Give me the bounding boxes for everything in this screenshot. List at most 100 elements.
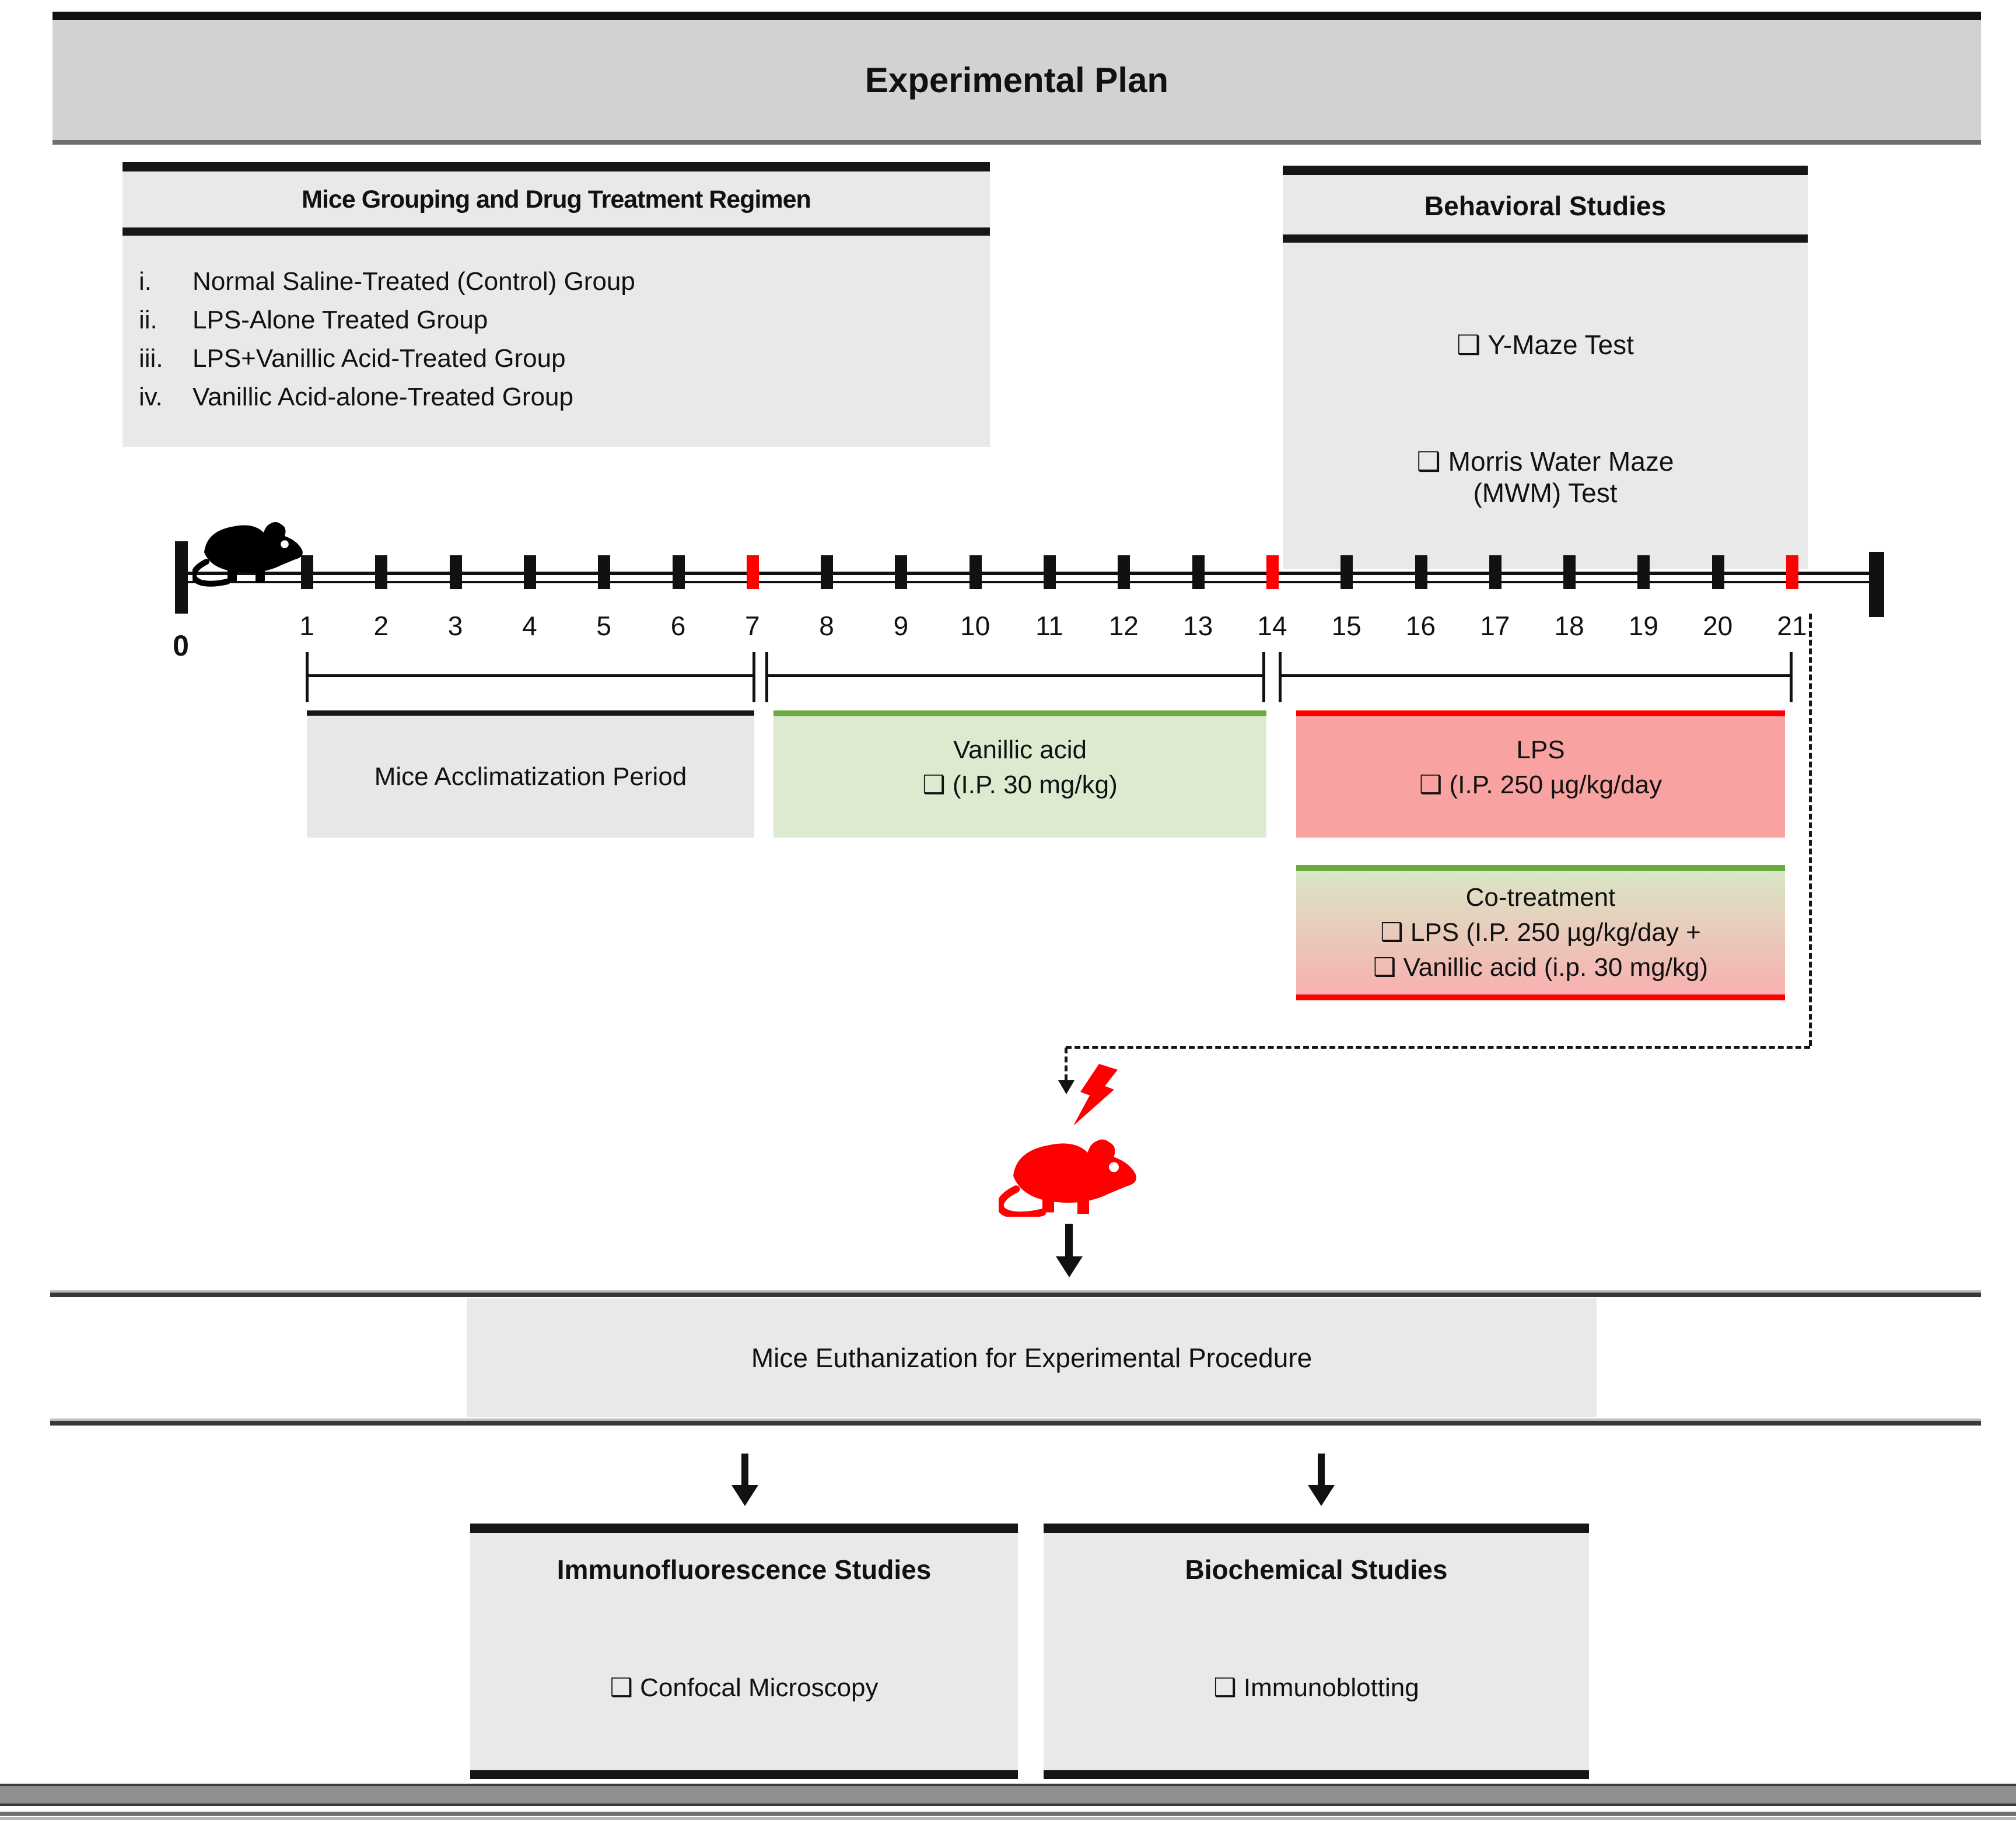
acclimatization-box: Mice Acclimatization Period bbox=[307, 710, 754, 838]
checkbox-icon: ❑ bbox=[1416, 446, 1441, 477]
timeline-day-label: 13 bbox=[1183, 611, 1213, 641]
list-item-numeral: ii. bbox=[139, 306, 158, 334]
left-branch-arrow-shaft bbox=[741, 1454, 748, 1486]
grouping-box-top-bar bbox=[123, 162, 990, 171]
biochemical-box: Biochemical Studies ❑ Immunoblotting bbox=[1044, 1524, 1589, 1779]
timeline-day-label: 18 bbox=[1554, 611, 1584, 641]
bracket-acclimatization bbox=[306, 674, 755, 677]
list-item: iv.Vanillic Acid-alone-Treated Group bbox=[139, 378, 973, 416]
timeline-day-label: 21 bbox=[1777, 611, 1807, 641]
timeline-day-label: 5 bbox=[596, 611, 611, 641]
behavioral-box-header: Behavioral Studies bbox=[1424, 191, 1667, 221]
timeline-tick-16 bbox=[1415, 555, 1427, 589]
euthanization-label: Mice Euthanization for Experimental Proc… bbox=[751, 1343, 1312, 1373]
timeline-day-label: 19 bbox=[1628, 611, 1658, 641]
horizontal-rule-lower bbox=[50, 1419, 1981, 1426]
timeline-tick-4 bbox=[523, 555, 536, 589]
timeline-tick-6 bbox=[672, 555, 685, 589]
timeline-tick-14 bbox=[1266, 555, 1279, 589]
behavioral-box-top-bar bbox=[1283, 166, 1808, 175]
timeline-day-label: 1 bbox=[299, 611, 314, 641]
timeline-day-label: 12 bbox=[1108, 611, 1139, 641]
timeline-tick-3 bbox=[449, 555, 462, 589]
bracket-lps bbox=[1279, 674, 1792, 677]
vanillic-line2: ❑ (I.P. 30 mg/kg) bbox=[922, 771, 1118, 799]
list-item-numeral: iv. bbox=[139, 383, 163, 411]
timeline-tick-21 bbox=[1786, 555, 1798, 589]
bracket-vanillic bbox=[765, 674, 1265, 677]
behavioral-item-label-line2: (MWM) Test bbox=[1473, 478, 1618, 508]
timeline-day-label: 17 bbox=[1480, 611, 1510, 641]
timeline-day-label: 9 bbox=[893, 611, 909, 641]
list-item-label: LPS+Vanillic Acid-Treated Group bbox=[192, 344, 566, 373]
behavioral-box: Behavioral Studies ❑ Y-Maze Test ❑ Morri… bbox=[1283, 166, 1808, 569]
lps-box: LPS ❑ (I.P. 250 µg/kg/day bbox=[1296, 710, 1785, 838]
euthanization-band: Mice Euthanization for Experimental Proc… bbox=[467, 1298, 1597, 1417]
list-item-numeral: iii. bbox=[139, 344, 163, 373]
behavioral-box-divider bbox=[1283, 234, 1808, 243]
biochemical-header: Biochemical Studies bbox=[1185, 1554, 1448, 1585]
timeline-day-label: 2 bbox=[373, 611, 389, 641]
list-item: i.Normal Saline-Treated (Control) Group bbox=[139, 262, 973, 301]
dashed-connector-vertical bbox=[1809, 614, 1812, 1046]
cotreatment-line2: ❑ LPS (I.P. 250 µg/kg/day + bbox=[1380, 918, 1701, 947]
timeline-tick-17 bbox=[1489, 555, 1502, 589]
timeline-tick-12 bbox=[1118, 555, 1130, 589]
behavioral-item-mwm: ❑ Morris Water Maze (MWM) Test bbox=[1283, 446, 1808, 509]
cotreatment-line1: Co-treatment bbox=[1465, 883, 1616, 912]
list-item-label: LPS-Alone Treated Group bbox=[192, 306, 488, 334]
horizontal-rule-upper bbox=[50, 1290, 1981, 1297]
timeline-tick-1 bbox=[301, 555, 313, 589]
timeline-day-label: 6 bbox=[670, 611, 686, 641]
dashed-connector-horizontal bbox=[1066, 1046, 1810, 1049]
footer-band bbox=[0, 1784, 2016, 1806]
grouping-list: i.Normal Saline-Treated (Control) Group … bbox=[139, 262, 973, 416]
lightning-icon bbox=[1073, 1064, 1118, 1126]
list-item: iii. LPS+Vanillic Acid-Treated Group bbox=[139, 339, 973, 378]
timeline-tick-11 bbox=[1044, 555, 1056, 589]
left-branch-arrow-icon bbox=[732, 1485, 758, 1506]
vanillic-acid-box: Vanillic acid ❑ (I.P. 30 mg/kg) bbox=[774, 710, 1266, 838]
timeline-day-zero-label: 0 bbox=[173, 629, 189, 662]
bracket-start-day7 bbox=[765, 652, 768, 702]
timeline-day-label: 16 bbox=[1405, 611, 1436, 641]
timeline-day-label: 4 bbox=[522, 611, 537, 641]
timeline-tick-18 bbox=[1563, 555, 1576, 589]
title-band: Experimental Plan bbox=[52, 20, 1981, 145]
black-mouse-icon bbox=[192, 522, 303, 587]
list-item-label: Normal Saline-Treated (Control) Group bbox=[192, 267, 635, 296]
dashed-connector-drop bbox=[1065, 1048, 1068, 1080]
page-title: Experimental Plan bbox=[864, 60, 1169, 100]
biochemical-item: ❑ Immunoblotting bbox=[1213, 1673, 1419, 1702]
grouping-box-divider bbox=[123, 227, 990, 236]
timeline-day-label: 7 bbox=[745, 611, 760, 641]
immunofluorescence-header: Immunofluorescence Studies bbox=[556, 1554, 932, 1585]
timeline-end-cap bbox=[1869, 552, 1884, 617]
lps-line1: LPS bbox=[1516, 736, 1565, 764]
timeline-day-label: 15 bbox=[1331, 611, 1362, 641]
euthanization-arrow-shaft bbox=[1065, 1224, 1073, 1258]
timeline-tick-15 bbox=[1340, 555, 1353, 589]
bracket-start-day14 bbox=[1279, 652, 1282, 702]
timeline-tick-13 bbox=[1192, 555, 1205, 589]
title-top-bar bbox=[52, 12, 1981, 20]
bracket-end-day21 bbox=[1790, 652, 1793, 702]
list-item: ii. LPS-Alone Treated Group bbox=[139, 301, 973, 339]
checkbox-icon: ❑ bbox=[1457, 330, 1481, 360]
behavioral-item-label: Morris Water Maze bbox=[1448, 446, 1674, 477]
timeline-tick-5 bbox=[598, 555, 611, 589]
cotreatment-line3: ❑ Vanillic acid (i.p. 30 mg/kg) bbox=[1373, 953, 1709, 982]
red-mouse-icon bbox=[999, 1139, 1136, 1217]
timeline-line-upper bbox=[182, 572, 1874, 575]
timeline-day-label: 14 bbox=[1257, 611, 1287, 641]
immunofluorescence-box: Immunofluorescence Studies ❑ Confocal Mi… bbox=[470, 1524, 1018, 1779]
timeline-day-label: 8 bbox=[819, 611, 834, 641]
behavioral-item-y-maze: ❑ Y-Maze Test bbox=[1283, 329, 1808, 360]
timeline-tick-10 bbox=[969, 555, 982, 589]
timeline-day-label: 20 bbox=[1703, 611, 1733, 641]
right-branch-arrow-icon bbox=[1308, 1485, 1335, 1506]
footer-line-dark bbox=[0, 1812, 2016, 1816]
cotreatment-box: Co-treatment ❑ LPS (I.P. 250 µg/kg/day +… bbox=[1296, 865, 1785, 1000]
timeline-tick-19 bbox=[1637, 555, 1650, 589]
bracket-end-day14 bbox=[1262, 652, 1265, 702]
